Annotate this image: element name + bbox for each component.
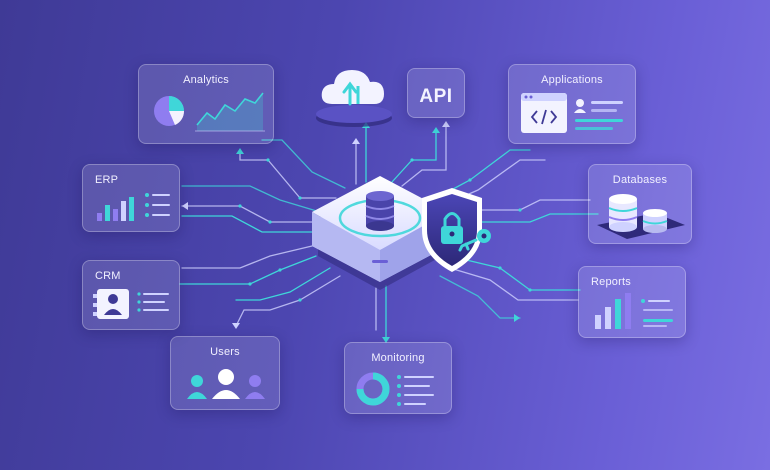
database-icon bbox=[365, 191, 395, 231]
donut-chart-icon bbox=[356, 372, 434, 406]
analytics-charts bbox=[154, 92, 265, 132]
database-stack-icon bbox=[597, 194, 685, 239]
applications-title: Applications bbox=[541, 74, 603, 86]
erp-card[interactable]: ERP bbox=[82, 164, 180, 232]
users-card[interactable]: Users bbox=[170, 336, 280, 410]
monitoring-card[interactable]: Monitoring bbox=[344, 342, 452, 414]
line-chart-icon bbox=[195, 92, 265, 132]
erp-title: ERP bbox=[95, 174, 119, 186]
users-title: Users bbox=[210, 346, 240, 358]
pie-chart-icon bbox=[154, 96, 185, 126]
analytics-title: Analytics bbox=[183, 74, 229, 86]
cloud-upload-icon bbox=[316, 70, 392, 127]
applications-card[interactable]: Applications bbox=[508, 64, 636, 144]
crm-title: CRM bbox=[95, 270, 121, 282]
contact-card-icon bbox=[93, 289, 169, 319]
shield-lock-icon bbox=[422, 188, 482, 272]
api-label: API bbox=[419, 86, 453, 107]
databases-title: Databases bbox=[612, 174, 668, 186]
code-window-icon bbox=[521, 93, 623, 133]
users-icon bbox=[187, 369, 265, 399]
api-card[interactable]: API bbox=[407, 68, 465, 118]
database-icon bbox=[608, 194, 638, 232]
reports-bar-chart-icon bbox=[595, 293, 673, 329]
databases-card[interactable]: Databases bbox=[588, 164, 692, 244]
reports-card[interactable]: Reports bbox=[578, 266, 686, 338]
reports-title: Reports bbox=[591, 276, 631, 288]
key-icon bbox=[458, 229, 491, 252]
crm-card[interactable]: CRM bbox=[82, 260, 180, 330]
analytics-card[interactable]: Analytics bbox=[138, 64, 274, 144]
bar-chart-icon bbox=[97, 193, 170, 221]
monitoring-title: Monitoring bbox=[371, 352, 425, 364]
